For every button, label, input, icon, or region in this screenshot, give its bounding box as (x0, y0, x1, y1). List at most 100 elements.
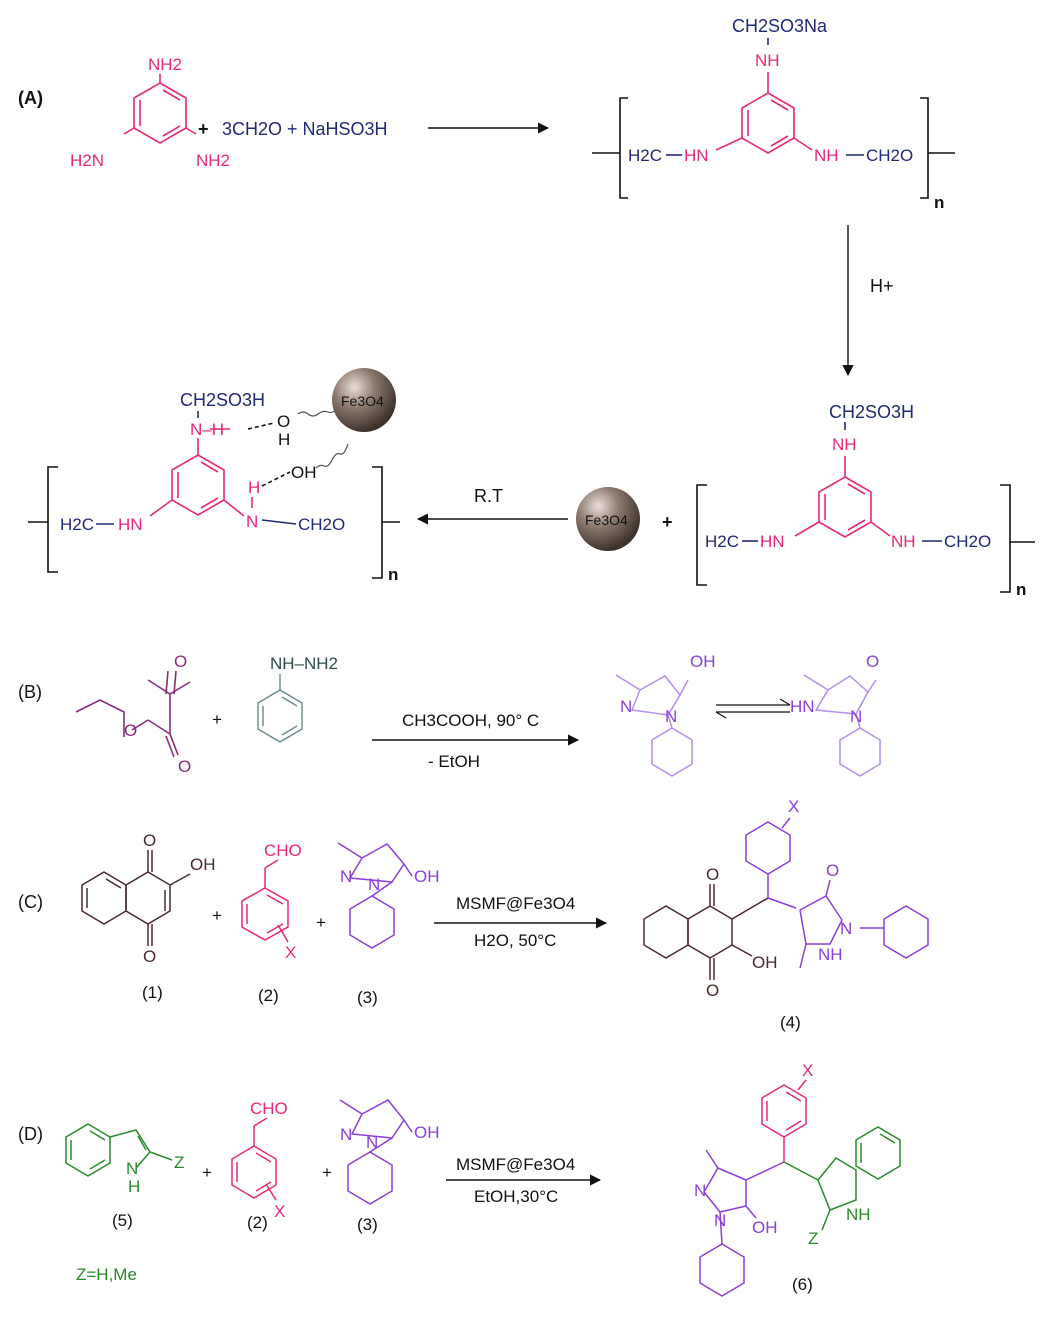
melamine-structure (123, 74, 197, 144)
pyrazolone-hn: HN (790, 697, 815, 716)
section-b-label: (B) (18, 682, 42, 702)
indole-z: Z (174, 1153, 184, 1172)
cho-c: CHO (264, 841, 302, 860)
nq-oh: OH (190, 855, 216, 874)
final-ch2o: CH2O (298, 515, 345, 534)
final-oh-second: OH (291, 463, 317, 482)
indole-h: H (128, 1177, 140, 1196)
pyrazolol-d-oh: OH (414, 1123, 440, 1142)
polymer-h-ch2o: CH2O (944, 532, 991, 551)
pyrazolone-n: N (850, 707, 862, 726)
x-sub-d: X (274, 1202, 285, 1221)
pyrazolone-structure (803, 674, 881, 777)
ester-carbonyl-o: O (178, 757, 191, 776)
final-o-top: O (277, 412, 290, 431)
pyrazolol-c-oh: OH (414, 867, 440, 886)
melamine-nh2-left: H2N (70, 151, 104, 170)
compound-6-label: (6) (792, 1275, 813, 1294)
plus-c1: + (212, 906, 222, 925)
melamine-nh2-top: NH2 (148, 55, 182, 74)
compound-2-label-c: (2) (258, 986, 279, 1005)
p4-n: N (840, 919, 852, 938)
polymer-h-n-index: n (1016, 580, 1026, 599)
pyrazolol-c-n1: N (340, 867, 352, 886)
nq-o-top: O (143, 831, 156, 850)
condition-d2: EtOH,30°C (474, 1187, 558, 1206)
product-4-structure (643, 817, 929, 980)
hydrazine-nh-nh2: NH–NH2 (270, 654, 338, 673)
polymer-na-structure (592, 38, 955, 199)
keto-o: O (174, 652, 187, 671)
condition-b1: CH3COOH, 90° C (402, 711, 539, 730)
z-definition: Z=H,Me (76, 1265, 137, 1284)
pyrazolol-structure-d (339, 1099, 413, 1205)
pyrazolol-structure (615, 674, 693, 777)
ethyl-acetoacetate-structure (75, 670, 191, 758)
compound-1-label: (1) (142, 983, 163, 1002)
indole-structure (65, 1123, 173, 1177)
section-d-label: (D) (18, 1124, 43, 1144)
compound-3-label-c: (3) (357, 988, 378, 1007)
p4-nh: NH (818, 945, 843, 964)
polymer-h-h2c: H2C (705, 532, 739, 551)
condition-d1: MSMF@Fe3O4 (456, 1155, 575, 1174)
p6-nh: NH (846, 1205, 871, 1224)
pyrazolol-n2: N (665, 707, 677, 726)
p6-x: X (802, 1061, 813, 1080)
plus-d2: + (322, 1163, 332, 1182)
pyrazolone-o: O (866, 652, 879, 671)
pyrazolol-d-n2: N (366, 1133, 378, 1152)
compound-5-label: (5) (112, 1211, 133, 1230)
benzaldehyde-structure-d (231, 1117, 277, 1201)
polymer-na-n-index: n (934, 193, 944, 212)
plus-a2: + (662, 512, 673, 532)
plus-c2: + (316, 913, 326, 932)
fe3o4-bound-nanoparticle (332, 368, 396, 432)
polymer-h-sulfonic: CH2SO3H (829, 402, 914, 422)
p6-z: Z (808, 1229, 818, 1248)
pyrazolol-oh: OH (690, 652, 716, 671)
polymer-na-sulfonate: CH2SO3Na (732, 16, 828, 36)
p4-o-pyrazolone: O (826, 861, 839, 880)
reagents-formaldehyde-bisulfite: 3CH2O + NaHSO3H (222, 119, 388, 139)
section-a-label: (A) (18, 88, 43, 108)
melamine-nh2-right: NH2 (196, 151, 230, 170)
polymer-na-hn: HN (684, 146, 709, 165)
rt-condition: R.T (474, 486, 503, 506)
equilibrium-arrow-forward-head (779, 698, 791, 706)
polymer-h-nh-right: NH (891, 532, 916, 551)
p4-oh: OH (752, 953, 778, 972)
x-sub-c: X (285, 943, 296, 962)
final-sulfonic: CH2SO3H (180, 390, 265, 410)
equilibrium-arrow-back-head (715, 711, 727, 719)
plus-d1: + (202, 1163, 212, 1182)
cho-d: CHO (250, 1099, 288, 1118)
p6-n1: N (694, 1181, 706, 1200)
naphthoquinone-structure (81, 850, 191, 946)
condition-b2: - EtOH (428, 752, 480, 771)
polymer-h-hn: HN (760, 532, 785, 551)
pyrazolol-n1: N (620, 697, 632, 716)
polymer-na-ch2o: CH2O (866, 146, 913, 165)
indole-n: N (126, 1159, 138, 1178)
product-6-structure (699, 1079, 901, 1297)
p4-x: X (788, 797, 799, 816)
polymer-na-nh-right: NH (814, 146, 839, 165)
pyrazolol-c-n2: N (368, 875, 380, 894)
benzaldehyde-structure-c (241, 859, 289, 943)
section-c-label: (C) (18, 892, 43, 912)
polymer-na-nh-top: NH (755, 51, 780, 70)
fe3o4-bound-label: Fe3O4 (341, 393, 384, 409)
pyrazolol-d-n1: N (340, 1125, 352, 1144)
compound-4-label: (4) (780, 1013, 801, 1032)
acid-condition: H+ (870, 276, 894, 296)
p4-o-top: O (706, 865, 719, 884)
msmf-fe3o4-structure (28, 407, 400, 579)
fe3o4-nanoparticle (576, 487, 640, 551)
condition-c1: MSMF@Fe3O4 (456, 894, 575, 913)
phenylhydrazine-structure (257, 674, 303, 743)
pyrazolol-structure-c (337, 842, 413, 949)
compound-2-label-d: (2) (247, 1213, 268, 1232)
ester-o: O (124, 721, 137, 740)
